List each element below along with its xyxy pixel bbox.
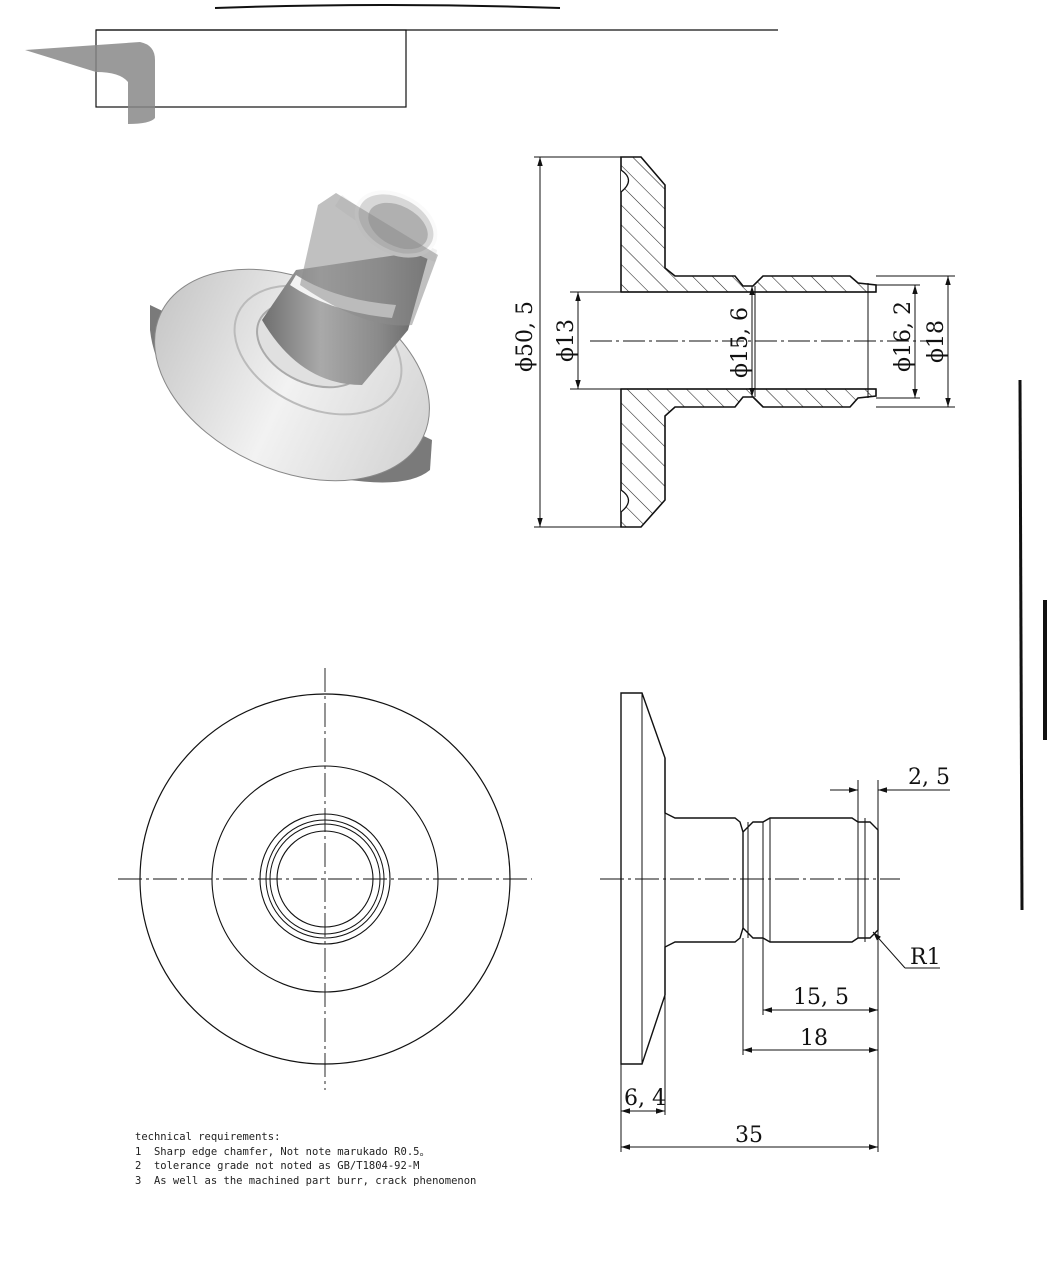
dim-outer-tube: ϕ18 bbox=[924, 320, 949, 363]
border-mark bbox=[1018, 379, 1024, 911]
technical-notes: technical requirements: 1 Sharp edge cha… bbox=[135, 1130, 476, 1188]
dim-bore: ϕ13 bbox=[554, 319, 579, 362]
dim-flange: 6, 4 bbox=[624, 1086, 666, 1111]
side-view: 2, 5 R1 15, 5 18 6, 4 35 bbox=[600, 692, 950, 1152]
section-view: ϕ50, 5 ϕ13 ϕ15, 6 ϕ16, 2 ϕ18 bbox=[513, 156, 955, 528]
dim-total: 35 bbox=[735, 1123, 763, 1148]
dim-outer-flange: ϕ50, 5 bbox=[513, 301, 538, 372]
title-block-fragment bbox=[25, 4, 778, 124]
dim-18: 18 bbox=[800, 1026, 828, 1051]
notes-title: technical requirements: bbox=[135, 1131, 281, 1143]
dim-radius: R1 bbox=[910, 945, 941, 970]
dim-chamfer-width: 2, 5 bbox=[908, 765, 950, 790]
dim-groove: ϕ15, 6 bbox=[728, 307, 753, 378]
front-view bbox=[118, 668, 532, 1090]
note-item: 2 tolerance grade not noted as GB/T1804-… bbox=[135, 1160, 420, 1172]
note-item: 1 Sharp edge chamfer, Not note marukado … bbox=[135, 1145, 430, 1158]
dim-15-5: 15, 5 bbox=[793, 985, 849, 1010]
note-item: 3 As well as the machined part burr, cra… bbox=[135, 1174, 477, 1187]
isometric-render bbox=[150, 190, 438, 483]
dim-inner-tip: ϕ16, 2 bbox=[891, 301, 916, 372]
